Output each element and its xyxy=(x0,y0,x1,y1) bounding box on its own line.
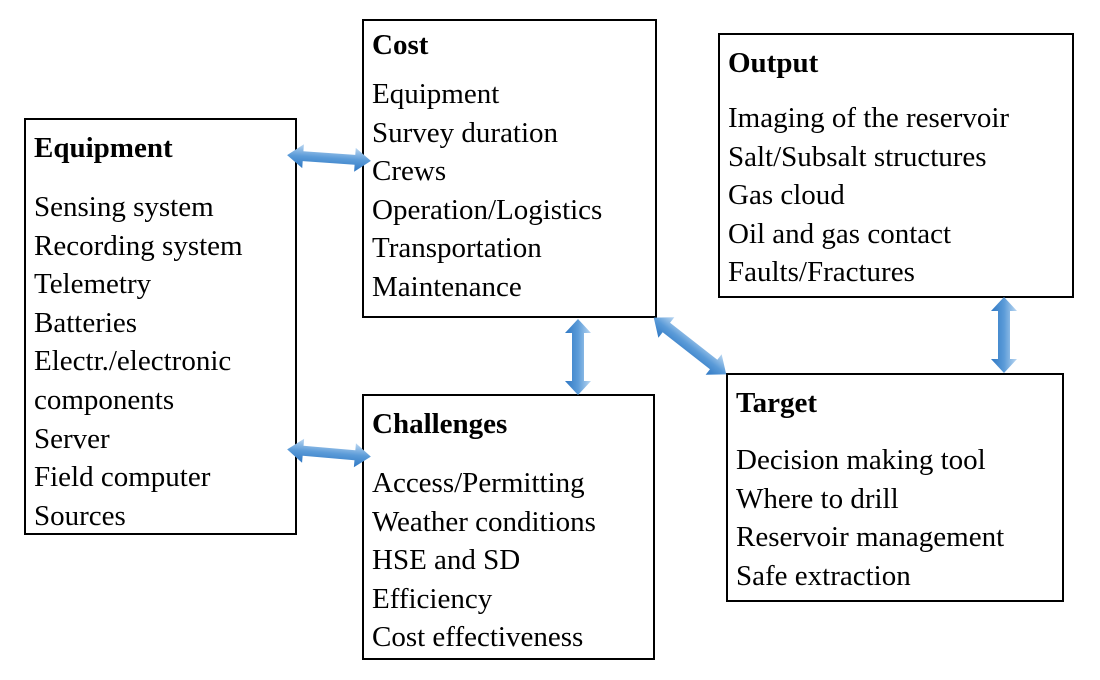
output-list: Imaging of the reservoir Salt/Subsalt st… xyxy=(728,99,1066,292)
output-item: Salt/Subsalt structures xyxy=(728,140,987,173)
equipment-item: Recording system xyxy=(34,229,243,262)
output-box: Output Imaging of the reservoir Salt/Sub… xyxy=(718,33,1074,298)
challenges-title: Challenges xyxy=(372,408,508,440)
output-item: Imaging of the reservoir xyxy=(728,102,1010,134)
equipment-item: Electr./electronic xyxy=(34,345,232,378)
equipment-title: Equipment xyxy=(34,132,173,164)
double-arrow-equipment-cost xyxy=(287,144,371,172)
challenges-item: Cost effectiveness xyxy=(372,621,584,654)
challenges-box: Challenges Access/Permitting Weather con… xyxy=(362,394,655,660)
cost-item: Survey duration xyxy=(372,116,559,149)
output-item: Gas cloud xyxy=(728,179,845,212)
output-item: Oil and gas contact xyxy=(728,217,952,250)
double-arrow-equipment-challenges xyxy=(287,438,371,468)
cost-list: Equipment Survey duration Crews Operatio… xyxy=(372,75,649,307)
equipment-item: Sensing system xyxy=(34,191,214,223)
target-item: Reservoir management xyxy=(736,521,1005,554)
cost-item: Operation/Logistics xyxy=(372,193,603,226)
cost-item: Maintenance xyxy=(372,270,522,303)
equipment-box: Equipment Sensing system Recording syste… xyxy=(24,118,297,535)
equipment-item: Batteries xyxy=(34,306,138,339)
equipment-item: components xyxy=(34,383,175,416)
challenges-item: Access/Permitting xyxy=(372,467,585,499)
challenges-list: Access/Permitting Weather conditions HSE… xyxy=(372,464,647,657)
cost-title: Cost xyxy=(372,29,429,61)
output-title: Output xyxy=(728,47,819,79)
target-title: Target xyxy=(736,387,818,419)
double-arrow-output-target xyxy=(991,297,1017,373)
equipment-list: Sensing system Recording system Telemetr… xyxy=(34,188,289,535)
challenges-item: Efficiency xyxy=(372,582,493,615)
target-list: Decision making tool Where to drill Rese… xyxy=(736,441,1056,595)
challenges-item: Weather conditions xyxy=(372,505,596,538)
output-item: Faults/Fractures xyxy=(728,256,915,289)
target-item: Where to drill xyxy=(736,482,899,515)
double-arrow-cost-target xyxy=(653,317,727,375)
equipment-item: Field computer xyxy=(34,461,211,494)
equipment-item: Sources xyxy=(34,499,126,532)
target-item: Decision making tool xyxy=(736,444,986,476)
target-item: Safe extraction xyxy=(736,559,911,592)
target-box: Target Decision making tool Where to dri… xyxy=(726,373,1064,602)
challenges-item: HSE and SD xyxy=(372,544,521,577)
double-arrow-cost-challenges xyxy=(565,319,591,395)
equipment-item: Server xyxy=(34,422,110,455)
cost-item: Equipment xyxy=(372,78,500,110)
cost-item: Crews xyxy=(372,155,447,188)
cost-item: Transportation xyxy=(372,232,542,265)
cost-box: Cost Equipment Survey duration Crews Ope… xyxy=(362,19,657,318)
equipment-item: Telemetry xyxy=(34,268,152,301)
